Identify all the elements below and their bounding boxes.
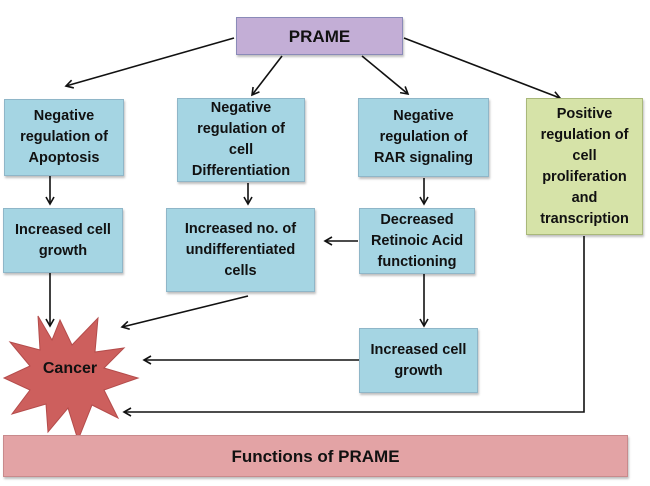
node-positive-proliferation: Positive regulation of cell proliferatio…: [526, 98, 643, 235]
node-increased-growth-1: Increased cell growth: [3, 208, 123, 273]
node-label: Negative regulation of RAR signaling: [373, 108, 474, 166]
node-negative-rar: Negative regulation of RAR signaling: [358, 98, 489, 177]
cancer-label: Cancer: [42, 360, 98, 377]
prame-node: PRAME: [236, 17, 403, 55]
node-label: Increased no. of undifferentiated cells: [184, 220, 297, 279]
node-label: Increased cell growth: [15, 221, 111, 259]
cancer-star-shape: [2, 315, 140, 442]
arrow-prame-rar: [361, 55, 410, 96]
node-label: Increased cell growth: [370, 341, 467, 379]
node-negative-apoptosis: Negative regulation of Apoptosis: [4, 99, 124, 176]
footer-banner: Functions of PRAME: [3, 435, 628, 477]
prame-label: PRAME: [288, 26, 351, 46]
node-label: Positive regulation of cell proliferatio…: [540, 105, 629, 227]
arrow-prame-proliferation: [403, 37, 562, 101]
arrow-proliferation-cancer: [122, 236, 585, 417]
node-label: Negative regulation of cell Differentiat…: [191, 100, 291, 179]
node-negative-differentiation: Negative regulation of cell Differentiat…: [177, 98, 305, 182]
node-label: Negative regulation of Apoptosis: [20, 108, 108, 166]
node-increased-undifferentiated: Increased no. of undifferentiated cells: [166, 208, 315, 292]
footer-label: Functions of PRAME: [231, 446, 400, 466]
arrow-prame-differentiation: [251, 55, 283, 97]
arrow-undiff-cancer: [120, 295, 249, 330]
node-decreased-retinoic-acid: Decreased Retinoic Acid functioning: [359, 208, 475, 274]
arrow-prame-apoptosis: [64, 37, 235, 89]
node-label: Decreased Retinoic Acid functioning: [370, 211, 464, 270]
node-increased-growth-2: Increased cell growth: [359, 328, 478, 393]
